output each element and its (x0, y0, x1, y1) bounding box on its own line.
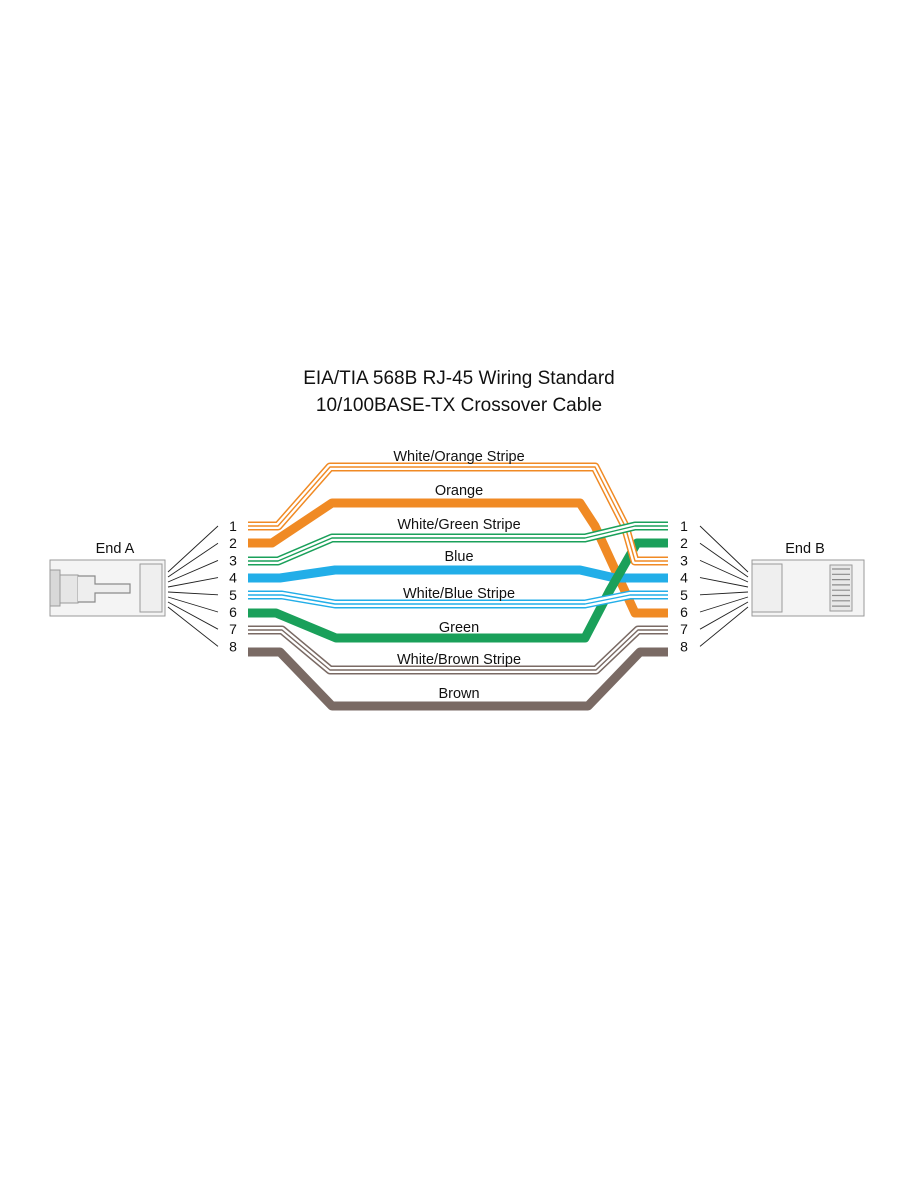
wire-orange (248, 498, 668, 618)
fanout-lines (167, 525, 749, 647)
wire-white-blue-stripe (248, 590, 668, 609)
end-b-label: End B (785, 541, 825, 557)
pin-number-b: 3 (680, 552, 688, 568)
pin-number-b: 2 (680, 535, 688, 551)
end-a-label: End A (96, 541, 135, 557)
wire-white-brown-stripe (248, 625, 668, 675)
fan-line-a (167, 577, 219, 588)
wire-solid (248, 538, 668, 643)
wire-solid (248, 498, 668, 618)
pin-number-b: 1 (680, 518, 688, 534)
wires (248, 462, 668, 711)
wire-brown (248, 647, 668, 711)
wire-label: White/Orange Stripe (393, 449, 524, 465)
fan-line-b (699, 601, 749, 630)
pin-number-b: 7 (680, 621, 688, 637)
wire-stripe (248, 466, 668, 562)
pin-number-a: 4 (229, 570, 237, 586)
wire-green (248, 538, 668, 643)
connector-contacts (832, 568, 850, 607)
wire-stripe (248, 525, 668, 562)
fan-line-b (699, 606, 749, 647)
pin-number-a: 3 (229, 552, 237, 568)
pin-number-a: 8 (229, 638, 237, 654)
pin-number-a: 6 (229, 604, 237, 620)
wire-label: White/Brown Stripe (397, 652, 521, 668)
wire-label: Brown (438, 686, 479, 702)
wire-solid (248, 565, 668, 583)
fan-line-a (167, 596, 219, 613)
connector-end-b: End B (751, 541, 865, 617)
pin-number-b: 5 (680, 587, 688, 603)
wire-label: Green (439, 620, 479, 636)
wire-label: Orange (435, 483, 483, 499)
diagram-title: EIA/TIA 568B RJ-45 Wiring Standard (303, 368, 615, 389)
fan-line-b (699, 542, 749, 578)
wire-label: Blue (444, 549, 473, 565)
fan-line-b (699, 525, 749, 573)
fan-line-a (167, 591, 219, 596)
fan-line-b (699, 559, 749, 583)
pin-number-b: 8 (680, 638, 688, 654)
wire-label: White/Blue Stripe (403, 586, 515, 602)
wire-stripe (248, 594, 668, 605)
wire-blue (248, 565, 668, 583)
fan-line-a (167, 606, 219, 647)
fan-line-a (167, 525, 219, 573)
pin-number-a: 5 (229, 587, 237, 603)
pin-number-a: 2 (229, 535, 237, 551)
pin-number-b: 6 (680, 604, 688, 620)
wire-white-green-stripe (248, 521, 668, 566)
pin-number-b: 4 (680, 570, 688, 586)
fan-line-b (699, 596, 749, 613)
fan-line-a (167, 542, 219, 578)
wire-solid (248, 647, 668, 711)
wire-white-orange-stripe (248, 462, 668, 566)
wire-stripe (248, 629, 668, 671)
pin-number-a: 1 (229, 518, 237, 534)
wire-label: White/Green Stripe (397, 517, 520, 533)
fan-line-b (699, 577, 749, 588)
pin-number-a: 7 (229, 621, 237, 637)
connector-end-a: End A (49, 541, 166, 617)
fan-line-a (167, 559, 219, 583)
fan-line-b (699, 591, 749, 596)
fan-line-a (167, 601, 219, 630)
diagram-subtitle: 10/100BASE-TX Crossover Cable (315, 395, 603, 416)
